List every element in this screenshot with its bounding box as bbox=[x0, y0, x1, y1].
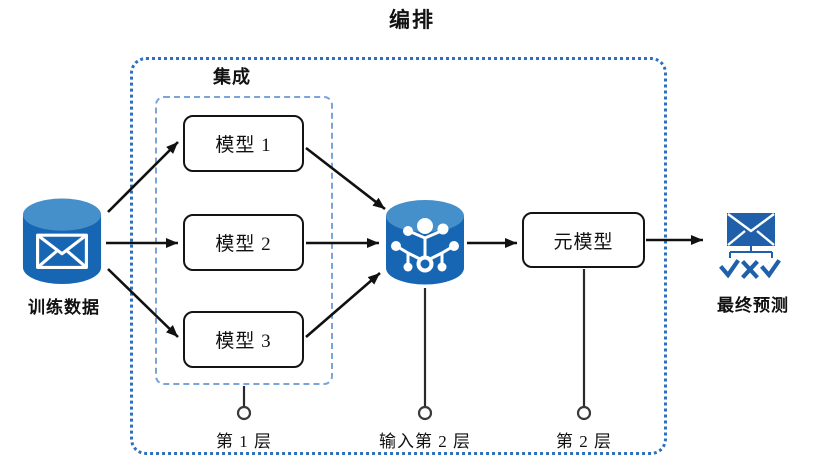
training-data-label: 训练数据 bbox=[28, 298, 100, 317]
model-1-label: 模型 1 bbox=[215, 135, 272, 156]
cluster-glyph bbox=[391, 218, 459, 273]
ensemble-label: 集成 bbox=[213, 67, 251, 87]
meta-model-node: 元模型 bbox=[522, 212, 645, 268]
layer2-input-icon bbox=[386, 200, 464, 285]
mail-flap bbox=[727, 213, 775, 246]
check-x-check bbox=[719, 259, 781, 279]
model-2-node: 模型 2 bbox=[183, 214, 304, 271]
layer-2-input-label: 输入第 2 层 bbox=[379, 432, 471, 451]
model-2-label: 模型 2 bbox=[215, 234, 272, 255]
ensemble-boundary bbox=[155, 96, 333, 385]
final-prediction-icon bbox=[719, 213, 781, 279]
splitter-bracket bbox=[729, 246, 773, 258]
meta-model-label: 元模型 bbox=[553, 231, 614, 253]
layer-1-label: 第 1 层 bbox=[216, 432, 272, 451]
training-data-icon bbox=[22, 198, 102, 284]
orchestration-boundary bbox=[130, 57, 667, 455]
final-prediction-label: 最终预测 bbox=[717, 296, 789, 315]
model-3-node: 模型 3 bbox=[183, 311, 304, 368]
diagram-title: 编排 bbox=[389, 8, 435, 32]
layer-2-label: 第 2 层 bbox=[556, 432, 612, 451]
model-3-label: 模型 3 bbox=[215, 331, 272, 352]
model-1-node: 模型 1 bbox=[183, 115, 304, 172]
envelope-glyph bbox=[36, 233, 88, 269]
